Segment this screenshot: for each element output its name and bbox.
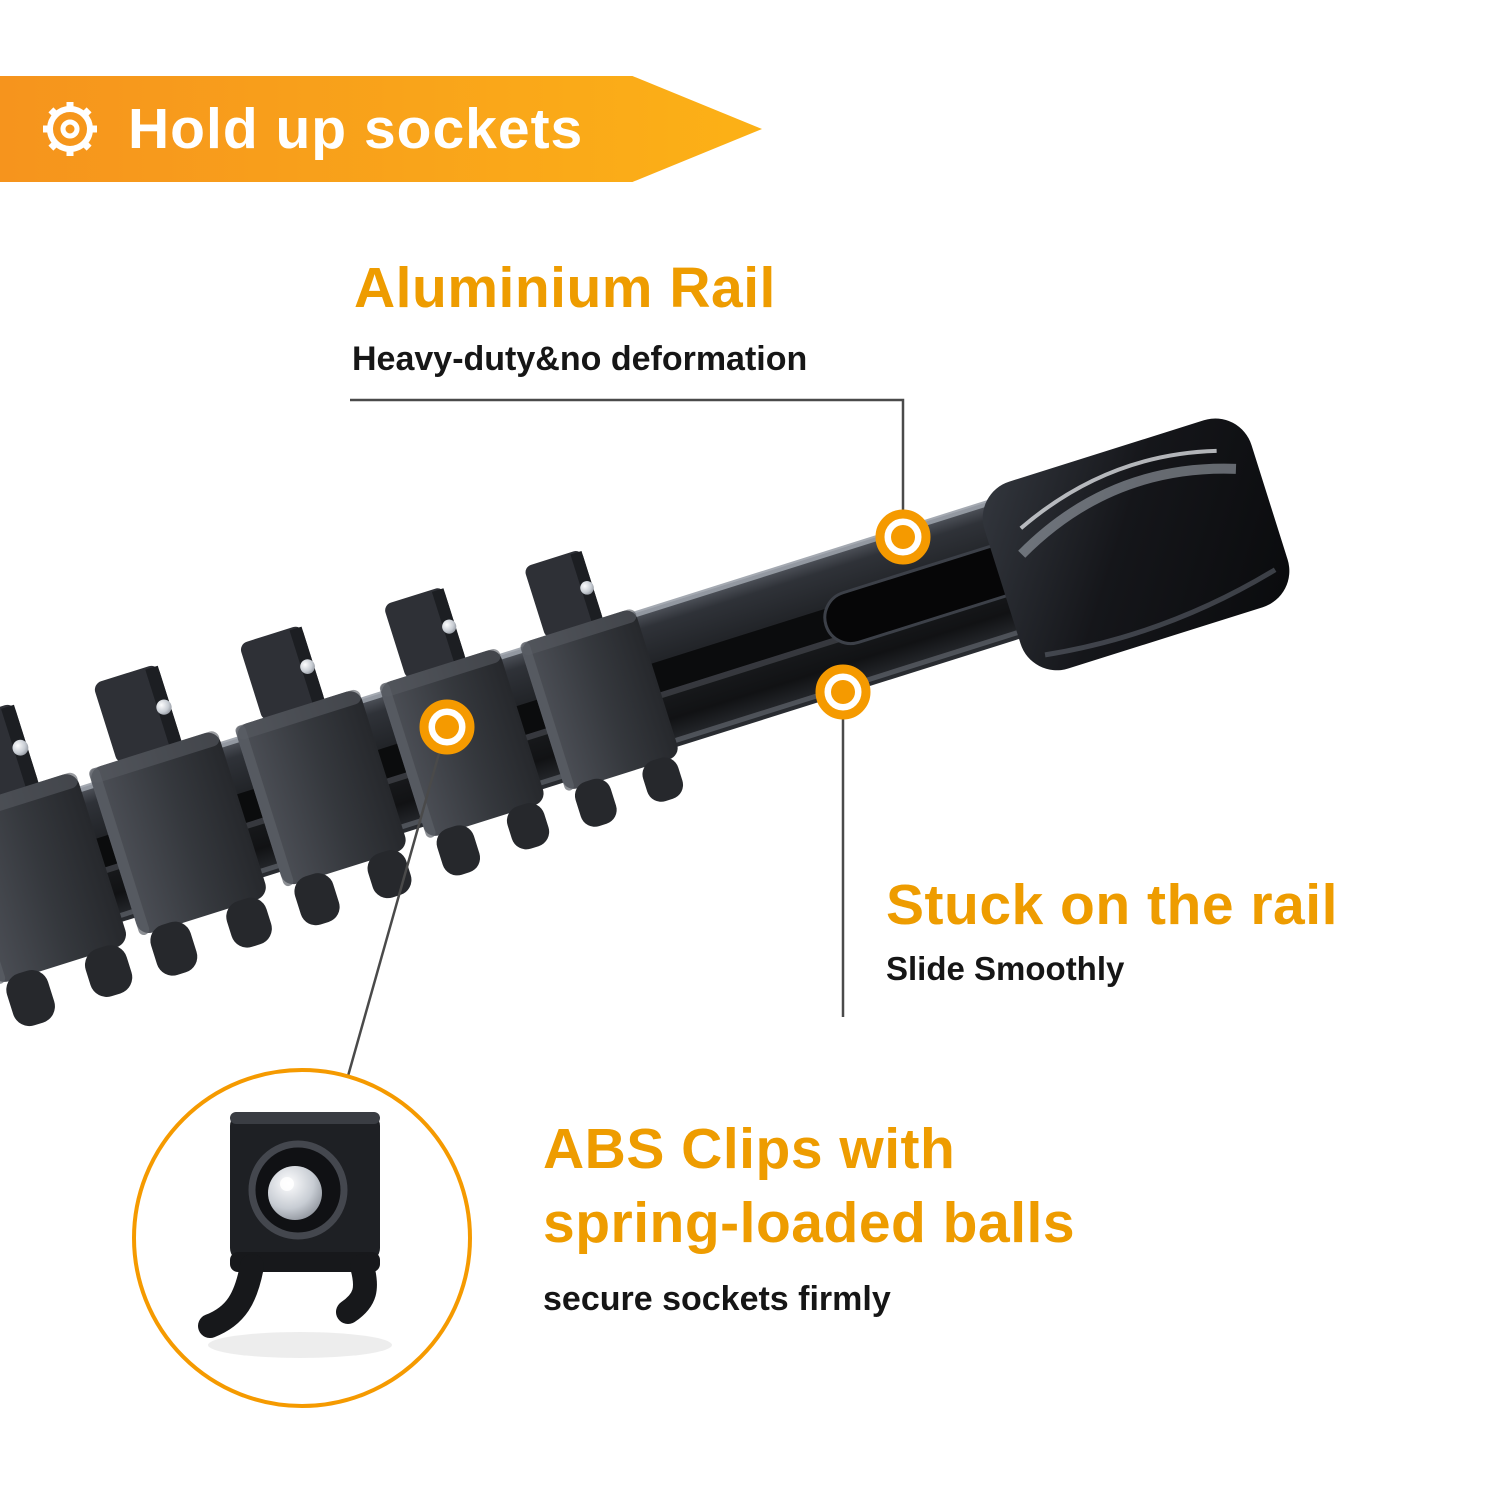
rail-callout-line	[350, 398, 905, 510]
socket-clip	[235, 626, 412, 926]
gear-icon	[43, 102, 97, 156]
socket-clips-row	[0, 550, 684, 1027]
callout-markers	[419, 509, 931, 755]
socket-clip	[0, 704, 133, 1027]
clip-right-leg	[336, 1254, 377, 1324]
clips-feature-title-line1: ABS Clips with	[543, 1117, 956, 1181]
slide-feature-title: Stuck on the rail	[886, 873, 1338, 937]
callout-lines	[346, 398, 905, 1077]
clips-feature-title-line2: spring-loaded balls	[543, 1191, 1076, 1255]
clip-left-leg	[198, 1254, 264, 1338]
abs-clip-illustration	[198, 1112, 380, 1338]
clips-feature-subtitle: secure sockets firmly	[543, 1280, 891, 1318]
spring-ball	[268, 1166, 322, 1220]
socket-clip	[89, 665, 272, 976]
rail-feature-title: Aluminium Rail	[354, 256, 776, 320]
socket-rail-image	[0, 418, 1290, 1060]
socket-clip	[520, 550, 684, 827]
rail-feature-subtitle: Heavy-duty&no deformation	[352, 340, 808, 378]
title-banner: Hold up sockets	[0, 76, 762, 182]
callout-marker-slide	[815, 664, 871, 720]
callout-marker-clip	[419, 699, 475, 755]
clips-callout-line	[346, 749, 442, 1077]
banner-title: Hold up sockets	[128, 97, 584, 161]
rail-end-cap	[982, 418, 1290, 671]
slide-feature-subtitle: Slide Smoothly	[886, 950, 1125, 987]
clip-detail-inset	[132, 1068, 472, 1408]
callout-marker-rail	[875, 509, 931, 565]
